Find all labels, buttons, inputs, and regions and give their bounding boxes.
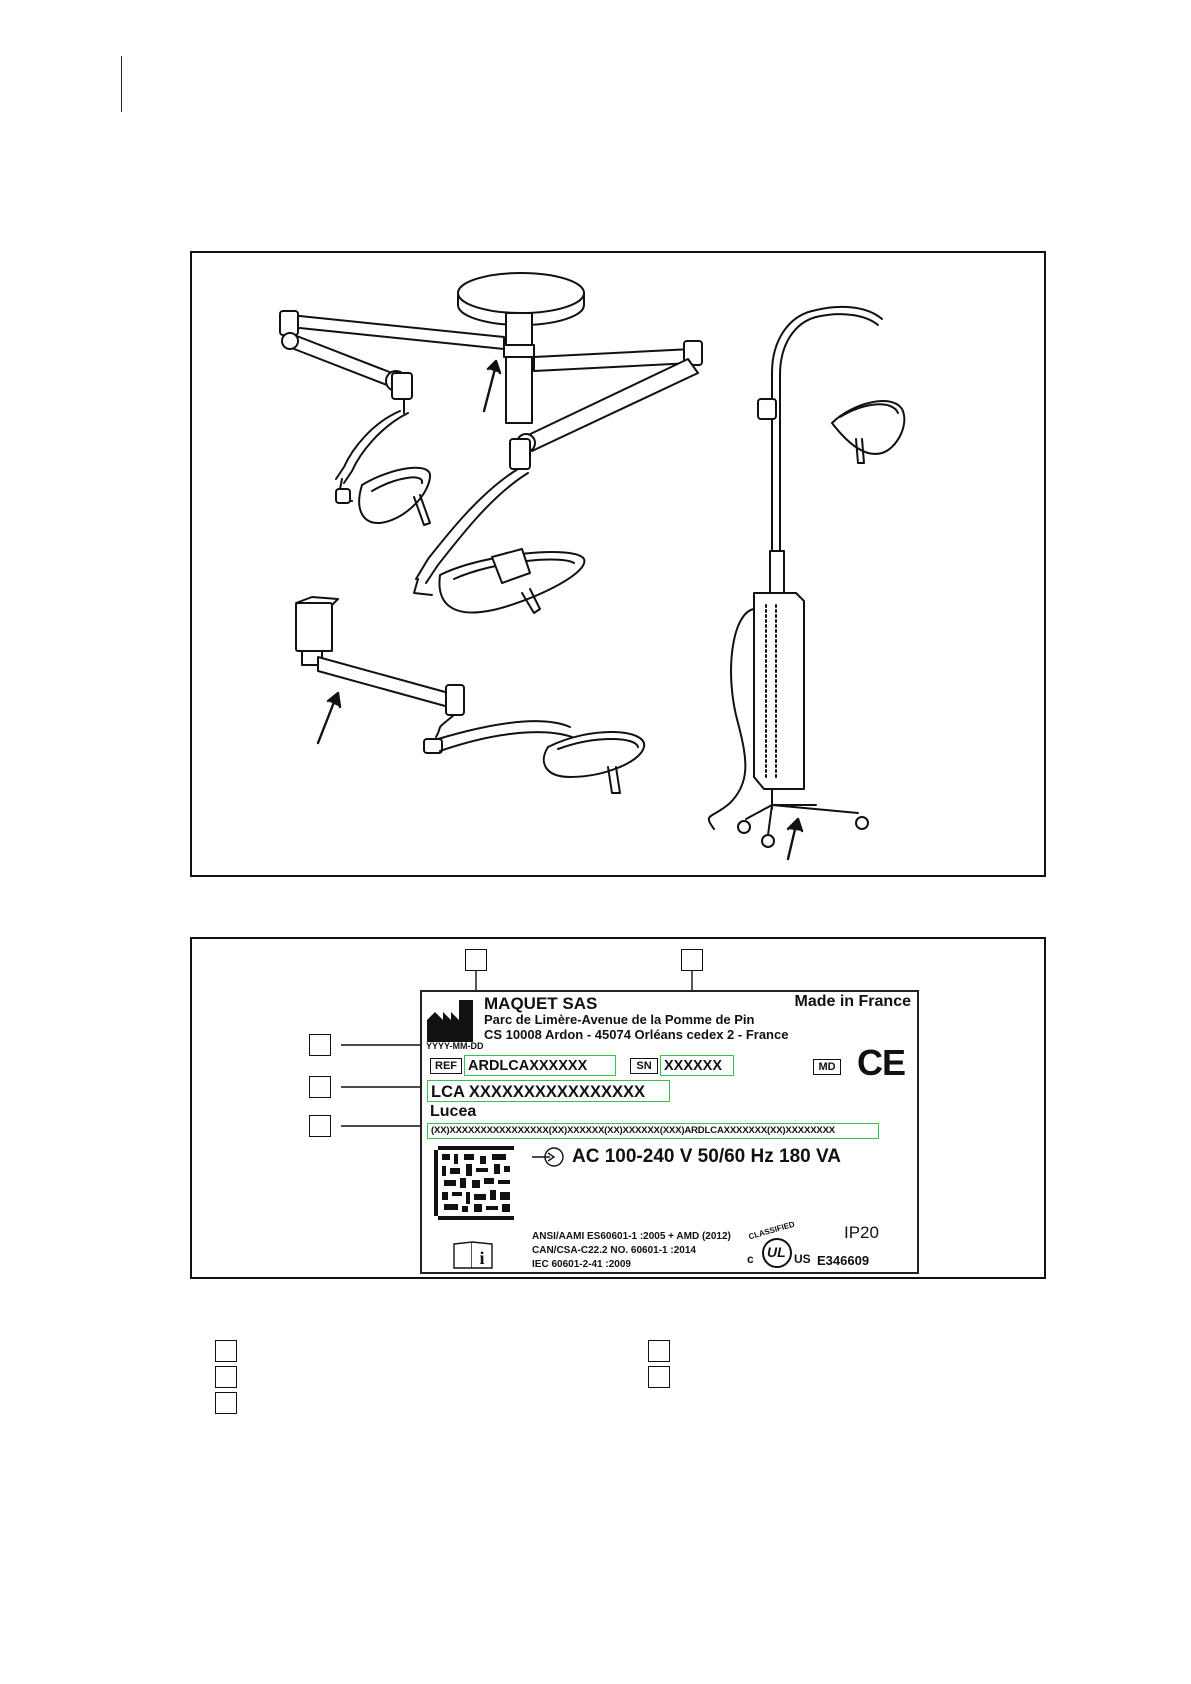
callout-box-4	[309, 1076, 331, 1098]
product-name: Lucea	[430, 1103, 477, 1120]
ip-rating: IP20	[844, 1223, 879, 1242]
ref-value: ARDLCAXXXXXX	[468, 1058, 588, 1074]
legend-box-2	[215, 1366, 237, 1388]
product-label: YYYY-MM-DD MAQUET SAS Made in France Par…	[420, 990, 919, 1274]
legend-box-5	[648, 1366, 670, 1388]
instructions-book-icon: i	[453, 1241, 493, 1269]
callout-box-5	[309, 1115, 331, 1137]
ce-mark: CE	[857, 1042, 906, 1083]
udi-field: (XX)XXXXXXXXXXXXXXXX(XX)XXXXXX(XX)XXXXXX…	[427, 1123, 879, 1139]
address-line-2: CS 10008 Ardon - 45074 Orléans cedex 2 -…	[484, 1027, 789, 1042]
legend-box-1	[215, 1340, 237, 1362]
ul-us-text: US	[794, 1252, 811, 1266]
product-variants-figure	[190, 251, 1046, 877]
made-in: Made in France	[794, 993, 911, 1010]
model-field: LCA XXXXXXXXXXXXXXXX	[427, 1080, 670, 1102]
ul-file-number: E346609	[817, 1253, 870, 1268]
datamatrix-code-icon	[432, 1144, 516, 1222]
ref-field: ARDLCAXXXXXX	[464, 1055, 616, 1076]
sn-badge: SN	[630, 1058, 658, 1074]
manufacturer-symbol-icon	[427, 1000, 473, 1042]
ul-circle	[762, 1238, 792, 1268]
arrows	[316, 359, 804, 861]
standard-2: CAN/CSA-C22.2 NO. 60601-1 :2014	[532, 1245, 696, 1256]
power-rating: AC 100-240 V 50/60 Hz 180 VA	[572, 1146, 841, 1167]
margin-rule	[121, 56, 122, 112]
udi-string: (XX)XXXXXXXXXXXXXXXX(XX)XXXXXX(XX)XXXXXX…	[431, 1125, 835, 1136]
ref-badge: REF	[430, 1058, 462, 1074]
ceiling-arm-right	[413, 340, 703, 596]
product-illustrations	[279, 272, 906, 861]
lamp-head-center	[438, 548, 586, 614]
date-format: YYYY-MM-DD	[426, 1041, 484, 1051]
ul-c-text: c	[747, 1252, 754, 1266]
ceiling-canopy	[457, 272, 585, 424]
power-input-icon	[532, 1147, 564, 1167]
lamp-head-wall	[542, 731, 646, 794]
svg-text:i: i	[479, 1248, 484, 1268]
callout-box-3	[309, 1034, 331, 1056]
legend-box-3	[215, 1392, 237, 1414]
callout-box-1	[465, 949, 487, 971]
mobile-stand	[707, 305, 883, 848]
standard-3: IEC 60601-2-41 :2009	[532, 1259, 631, 1270]
standard-1: ANSI/AAMI ES60601-1 :2005 + AMD (2012)	[532, 1231, 731, 1242]
model-code: LCA XXXXXXXXXXXXXXXX	[431, 1083, 645, 1101]
wall-mount	[295, 596, 573, 754]
sn-field: XXXXXX	[660, 1055, 734, 1076]
sn-value: XXXXXX	[664, 1058, 723, 1074]
legend-box-4	[648, 1340, 670, 1362]
product-label-figure: YYYY-MM-DD MAQUET SAS Made in France Par…	[190, 937, 1046, 1279]
md-badge: MD	[813, 1059, 841, 1075]
address-line-1: Parc de Limère-Avenue de la Pomme de Pin	[484, 1012, 755, 1027]
ul-logo-text: UL	[767, 1244, 786, 1260]
lamp-head-mobile	[831, 400, 906, 464]
lamp-head-left	[358, 466, 431, 526]
ul-classified-mark: CLASSIFIED UL c US	[742, 1220, 812, 1270]
ceiling-arm-left	[279, 310, 505, 504]
callout-box-2	[681, 949, 703, 971]
manufacturer-name: MAQUET SAS	[484, 994, 598, 1013]
